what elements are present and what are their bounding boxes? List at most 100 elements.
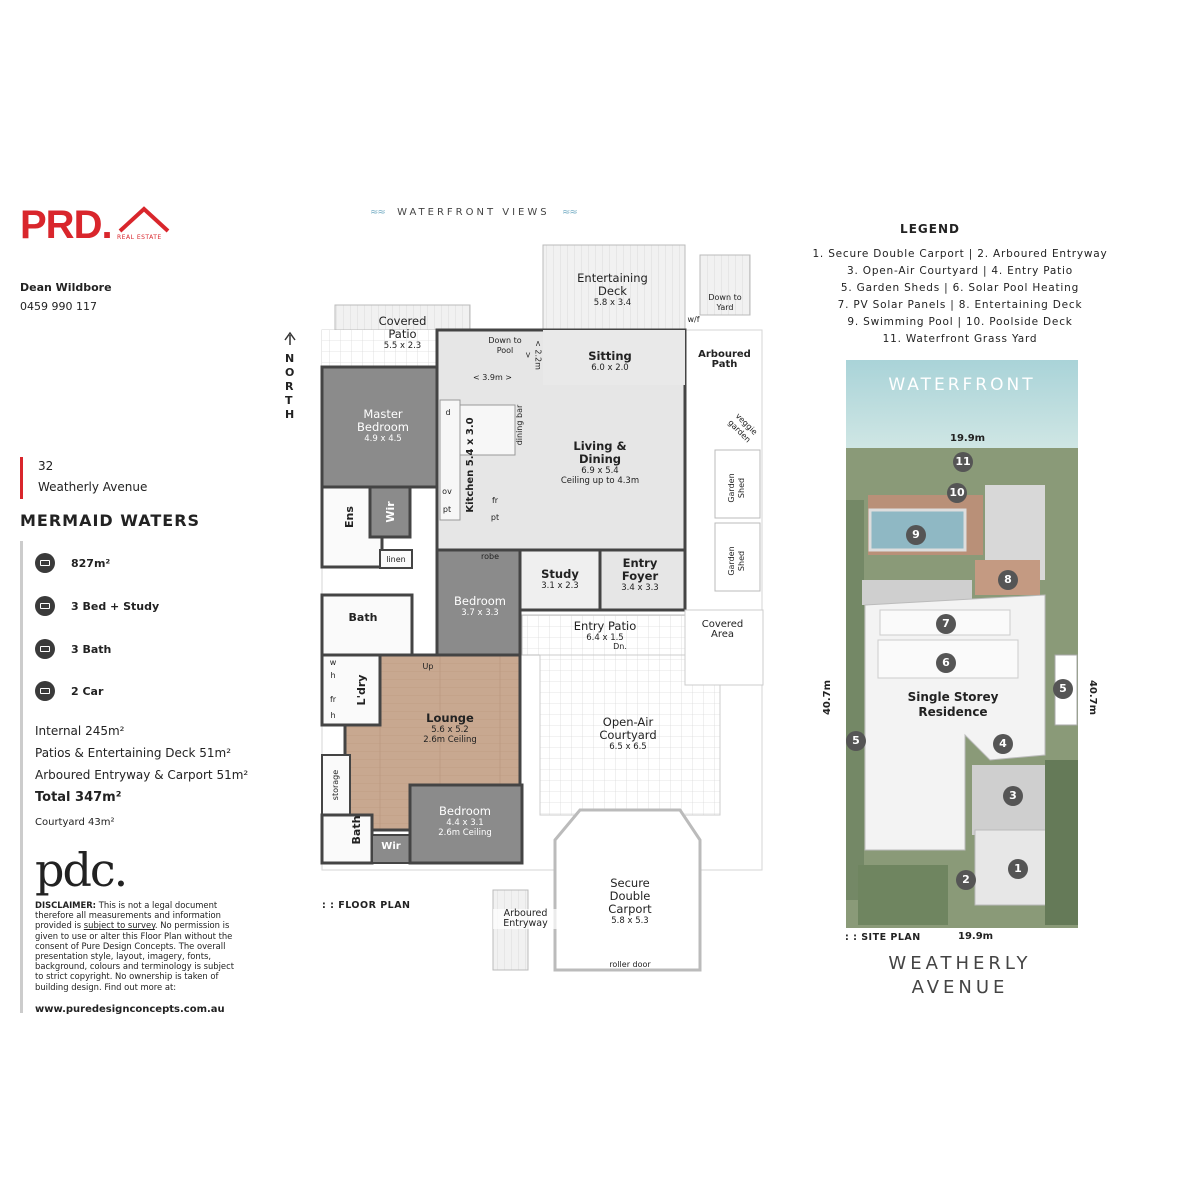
garden-shed-1 <box>714 449 761 519</box>
label-arboured-entryway: Arboured Entryway <box>493 909 558 929</box>
entry-foyer <box>598 548 687 612</box>
area-arboured: Arboured Entryway & Carport 51m² <box>35 768 249 782</box>
label-kitchen: Kitchen 5.4 x 3.0 <box>465 417 476 513</box>
label-down-to-yard: Down to Yard <box>708 293 742 312</box>
stat-label: 827m² <box>71 556 111 570</box>
legend-line: 5. Garden Sheds | 6. Solar Pool Heating <box>840 282 1080 294</box>
stat-label: 2 Car <box>71 684 104 698</box>
marker-2: 2 <box>956 870 976 890</box>
label-robe: robe <box>480 552 499 561</box>
garden-front-left <box>858 865 948 925</box>
logo-subtitle: REAL ESTATE <box>117 234 162 241</box>
label-garden-shed-2: Garden Shed <box>727 546 746 576</box>
site-plan <box>846 360 1078 928</box>
pdc-logo: pdc. <box>35 843 128 897</box>
legend-line: 9. Swimming Pool | 10. Poolside Deck <box>847 316 1073 328</box>
info-divider <box>20 541 23 1013</box>
label-arboured-path: Arboured Path <box>698 349 751 370</box>
area-courtyard: Courtyard 43m² <box>35 817 115 828</box>
stat-label: 3 Bed + Study <box>71 599 160 613</box>
covered-area <box>684 609 764 686</box>
marker-6: 6 <box>936 653 956 673</box>
north-arrow <box>284 331 296 345</box>
kitchen-bench <box>459 404 516 456</box>
site-depth-left: 40.7m <box>822 679 834 716</box>
floor-plan-label: : : FLOOR PLAN <box>322 900 411 911</box>
marker-10: 10 <box>947 483 967 503</box>
address-accent-bar <box>20 457 23 499</box>
label-linen: linen <box>386 555 406 564</box>
legend-line: 11. Waterfront Grass Yard <box>882 333 1038 345</box>
marker-11: 11 <box>953 452 973 472</box>
study <box>518 548 602 612</box>
site-width-top: 19.9m <box>950 433 986 444</box>
street-name-title: WEATHERLY AVENUE <box>888 953 1032 998</box>
site-depth-right: 40.7m <box>1087 679 1099 716</box>
garden-front-right <box>1045 760 1078 925</box>
label-residence: Single Storey Residence <box>907 690 999 719</box>
label-wir: Wir <box>384 501 397 523</box>
street-number: 32 <box>38 459 54 473</box>
agent-name: Dean Wildbore <box>20 281 112 294</box>
agent-phone[interactable]: 0459 990 117 <box>20 300 97 313</box>
floor-plan <box>284 244 764 972</box>
disclaimer: DISCLAIMER: This is not a legal document… <box>35 900 234 992</box>
label-ens: Ens <box>343 506 356 528</box>
entertaining-deck <box>542 244 686 331</box>
label-bath: Bath <box>348 611 378 624</box>
kitchen-wall <box>439 399 461 521</box>
stat-label: 3 Bath <box>71 642 112 656</box>
stat-land: 827m² <box>35 552 110 574</box>
marker-5: 5 <box>846 731 866 751</box>
label-dim-3-9: < 3.9m > <box>472 373 512 382</box>
bath-room <box>320 593 414 657</box>
label-storage: storage <box>331 769 340 801</box>
roof-icon <box>118 206 170 233</box>
label-oven: ov <box>442 487 452 496</box>
street-name: Weatherly Avenue <box>38 480 148 494</box>
label-roller-door: roller door <box>609 960 651 969</box>
car-icon <box>35 681 55 701</box>
wir-master <box>368 485 412 539</box>
label-fridge: fr <box>491 496 499 505</box>
label-down-to-pool: Down to Pool <box>488 336 522 355</box>
website-link[interactable]: www.puredesignconcepts.com.au <box>35 1004 225 1015</box>
area-internal: Internal 245m² <box>35 724 125 738</box>
bedroom-2 <box>435 548 522 657</box>
suburb-title: MERMAID WATERS <box>20 511 201 530</box>
stat-bed: 3 Bed + Study <box>35 595 159 617</box>
label-dn: Dn. <box>613 642 627 651</box>
stat-bath: 3 Bath <box>35 638 111 660</box>
marker-9: 9 <box>906 525 926 545</box>
prd-logo: PRD. <box>20 203 113 247</box>
marker-8: 8 <box>998 570 1018 590</box>
bedroom-3 <box>408 783 524 865</box>
linen-closet <box>379 549 413 569</box>
storage <box>321 754 351 816</box>
area-patios: Patios & Entertaining Deck 51m² <box>35 746 232 760</box>
bed-icon <box>35 596 55 616</box>
label-laundry-fr: fr <box>329 695 337 704</box>
waterfront-label: WATERFRONT <box>888 375 1036 395</box>
sitting-area <box>543 330 685 385</box>
waterfront-area <box>846 360 1078 448</box>
site-plan-label: : : SITE PLAN <box>845 932 921 943</box>
legend-line: 1. Secure Double Carport | 2. Arboured E… <box>812 248 1108 260</box>
label-up: Up <box>422 662 434 671</box>
waterfront-views-heading: ≈≈ WATERFRONT VIEWS ≈≈ <box>370 207 578 218</box>
label-laundry: L'dry <box>355 674 368 706</box>
bath-2 <box>320 813 374 865</box>
garden-shed-2 <box>714 522 761 592</box>
legend-title: LEGEND <box>900 222 960 236</box>
legend-line: 7. PV Solar Panels | 8. Entertaining Dec… <box>837 299 1083 311</box>
